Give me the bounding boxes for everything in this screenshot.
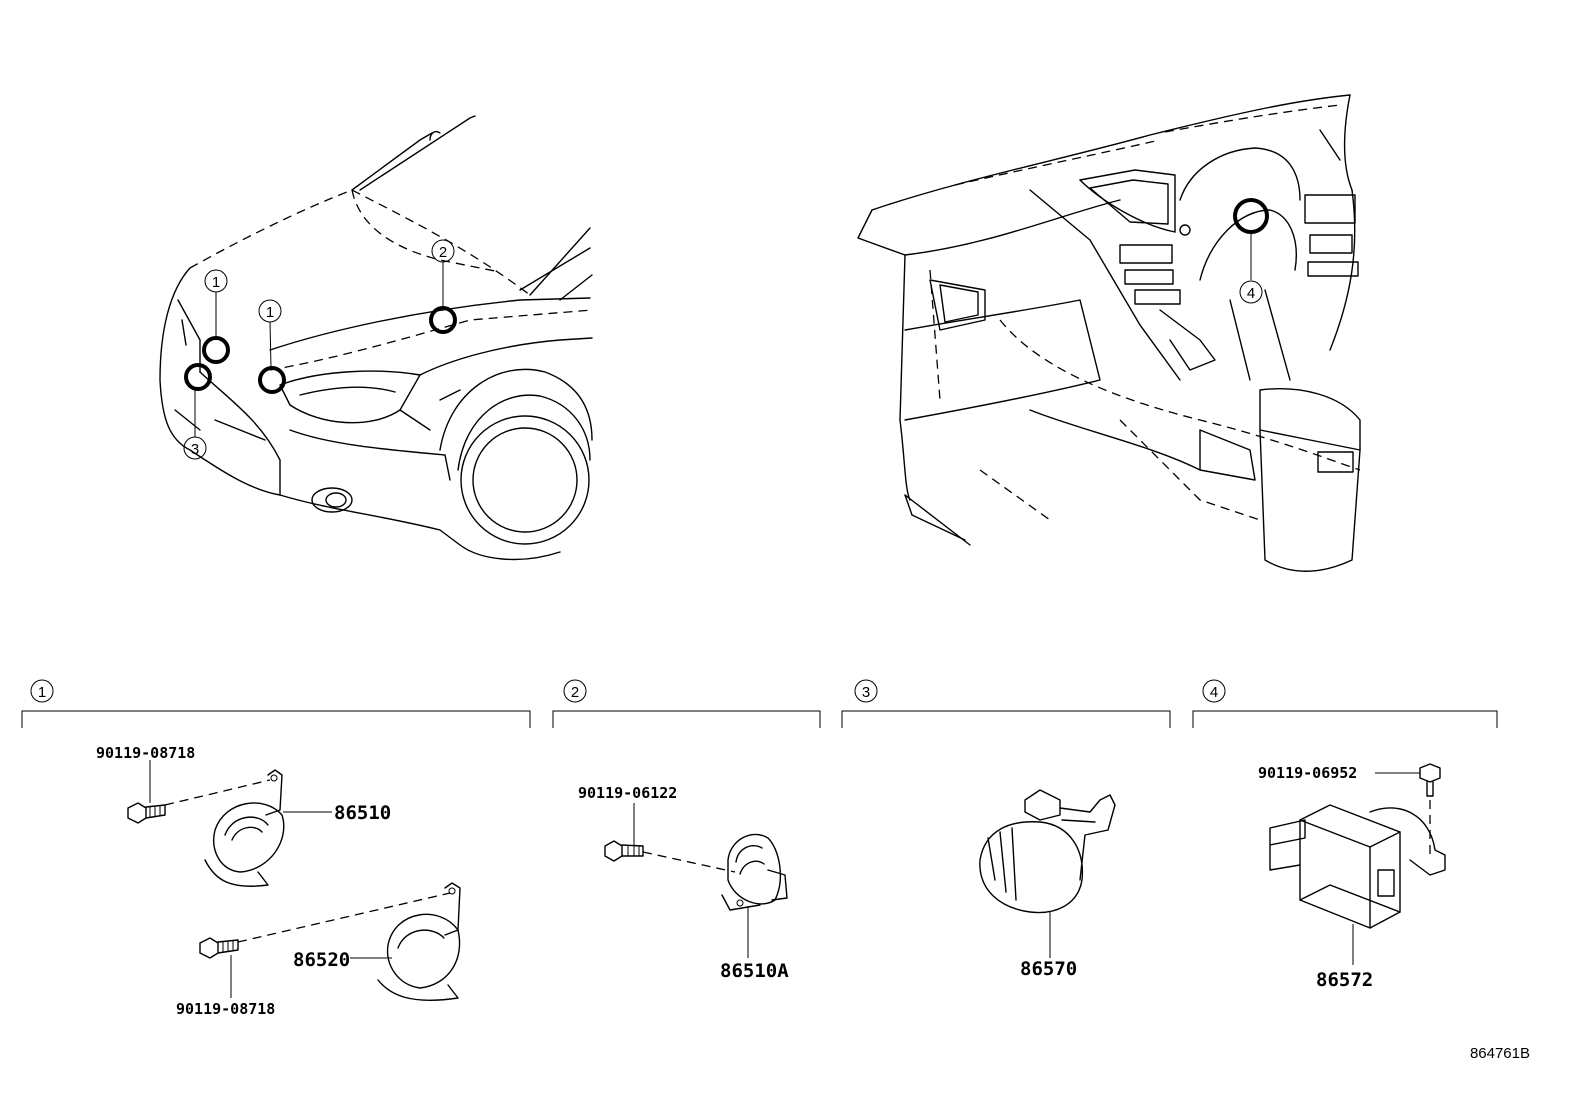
callout-number: 4	[1247, 285, 1255, 302]
dashboard-illustration	[857, 94, 1361, 572]
callout-number: 2	[439, 244, 447, 261]
car-callout-2: 2	[431, 239, 455, 263]
car-front-illustration	[159, 115, 593, 561]
part-number-horn-high: 86510	[334, 802, 391, 824]
bolt-g2-icon	[604, 803, 644, 862]
horn-g2-icon	[721, 833, 788, 958]
group-4-header: 4	[1192, 679, 1498, 728]
part-number-horn-g2: 86510A	[720, 960, 789, 982]
illustration-id: 864761B	[1470, 1045, 1530, 1062]
car-callout-1a: 1	[204, 269, 228, 293]
ecu-g4-icon	[1269, 804, 1446, 965]
bolt-upper-icon	[127, 760, 166, 824]
part-number-bolt-g2: 90119-06122	[578, 784, 677, 802]
dash-callout-4: 4	[1239, 280, 1263, 304]
horn-high-icon	[204, 769, 332, 887]
group-2-header: 2	[552, 679, 821, 728]
car-location-markers	[184, 262, 457, 437]
part-number-bolt-upper: 90119-08718	[96, 744, 195, 762]
horn-g3-icon	[979, 789, 1116, 958]
car-callout-1b: 1	[258, 299, 282, 323]
group-number: 1	[38, 684, 46, 701]
group-number: 3	[862, 684, 870, 701]
part-number-bolt-g4: 90119-06952	[1258, 764, 1357, 782]
bolt-lower-icon	[199, 937, 239, 998]
part-number-horn-low: 86520	[293, 949, 350, 971]
group-number: 4	[1210, 684, 1218, 701]
callout-number: 3	[191, 441, 199, 458]
callout-number: 1	[266, 304, 274, 321]
part-number-horn-g3: 86570	[1020, 958, 1077, 980]
group-1-header: 1	[21, 679, 531, 728]
part-number-bolt-lower: 90119-08718	[176, 1000, 275, 1018]
car-callout-3: 3	[183, 436, 207, 460]
callout-number: 1	[212, 274, 220, 291]
group-3-header: 3	[841, 679, 1171, 728]
part-number-ecu-g4: 86572	[1316, 969, 1373, 991]
horn-low-icon	[350, 882, 461, 1001]
dash-location-marker	[1233, 198, 1269, 280]
group-number: 2	[571, 684, 579, 701]
bolt-g4-icon	[1375, 763, 1441, 860]
